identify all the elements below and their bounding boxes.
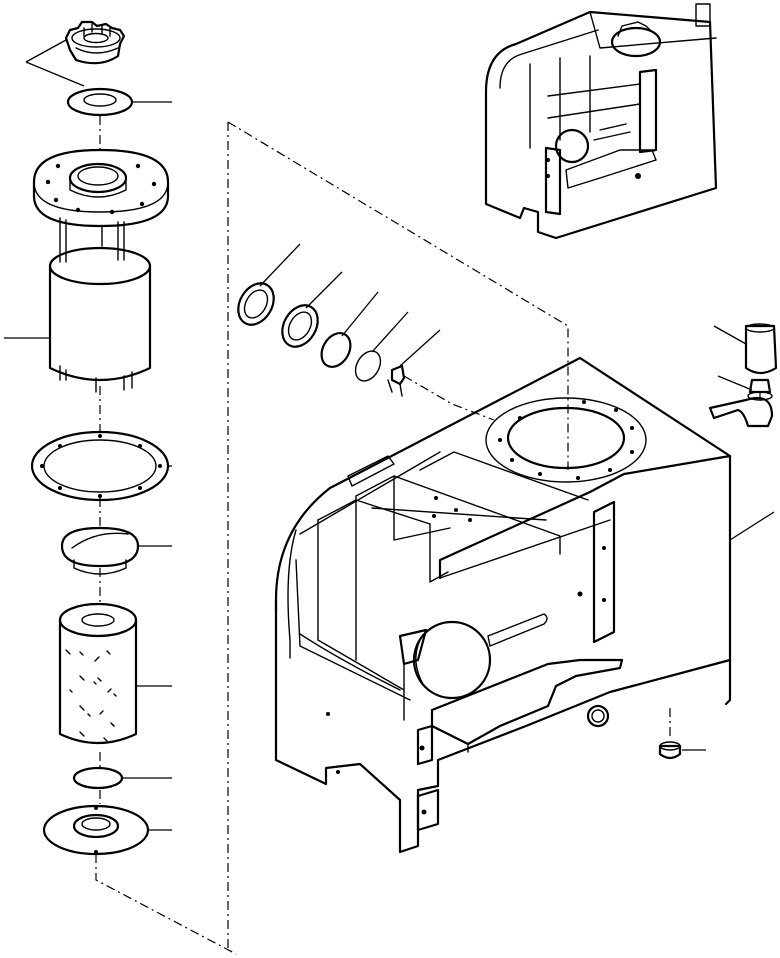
flange-gasket bbox=[30, 430, 170, 502]
strainer-canister bbox=[48, 246, 152, 393]
cap-gasket bbox=[66, 87, 134, 117]
tank-sight-glass bbox=[398, 620, 492, 721]
sight-glass-parts bbox=[237, 243, 441, 397]
drain-plug bbox=[658, 708, 706, 760]
base-flange bbox=[42, 804, 150, 856]
base-to-tank-line bbox=[95, 854, 237, 955]
breather-elbow bbox=[708, 323, 778, 428]
hydraulic-tank bbox=[274, 356, 775, 854]
tank-overview bbox=[484, 3, 718, 240]
left-leader-lines bbox=[4, 39, 172, 831]
tank-outline-phantom bbox=[227, 121, 569, 952]
filter-element bbox=[58, 602, 138, 745]
parts-to-tank-line bbox=[403, 375, 495, 421]
element-cover bbox=[60, 526, 140, 575]
o-ring bbox=[72, 766, 124, 790]
filter-flange bbox=[32, 148, 170, 228]
filler-cap bbox=[64, 20, 126, 65]
